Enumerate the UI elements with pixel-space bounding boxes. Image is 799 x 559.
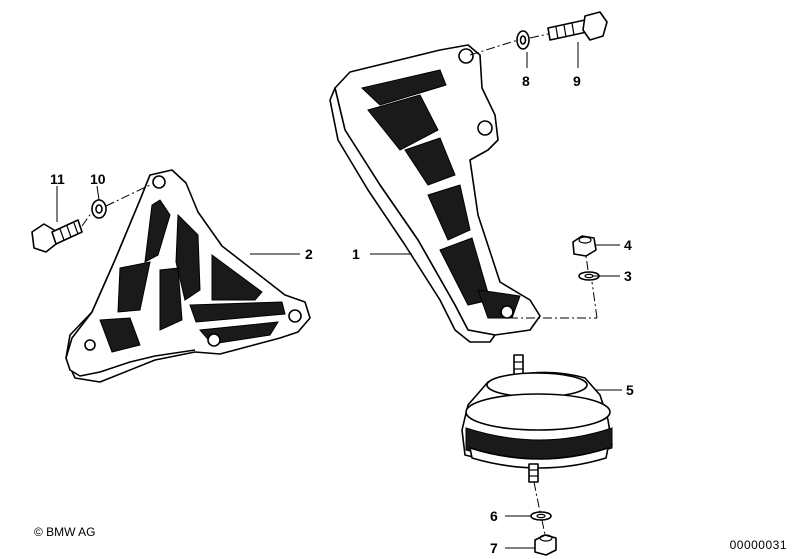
callout-4: 4 [624,237,632,253]
part-5-rubber-mount[interactable] [461,354,613,483]
callout-6: 6 [490,508,498,524]
leader-lines [56,42,622,549]
callout-5: 5 [626,382,634,398]
callout-10: 10 [90,171,106,187]
part-6-washer[interactable] [530,511,552,521]
part-11-bolt[interactable] [31,219,83,253]
assembly-lines [81,33,598,536]
callout-7: 7 [490,540,498,556]
callout-8: 8 [522,73,530,89]
callout-labels: 1 2 3 4 5 6 7 8 9 10 11 [50,73,634,556]
part-1-main-bracket[interactable] [329,44,541,343]
diagram-id: 00000031 [729,538,787,552]
callout-9: 9 [573,73,581,89]
callout-1: 1 [352,246,360,262]
part-9-bolt[interactable] [547,11,608,41]
callout-3: 3 [624,268,632,284]
part-7-nut[interactable] [534,534,557,556]
callout-11: 11 [50,171,65,187]
part-2-bracket-left[interactable] [65,169,311,383]
copyright-notice: © BMW AG [34,525,96,539]
part-10-washer[interactable] [91,199,107,219]
part-8-washer[interactable] [516,30,530,50]
part-4-nut[interactable] [572,235,597,257]
callout-2: 2 [305,246,313,262]
